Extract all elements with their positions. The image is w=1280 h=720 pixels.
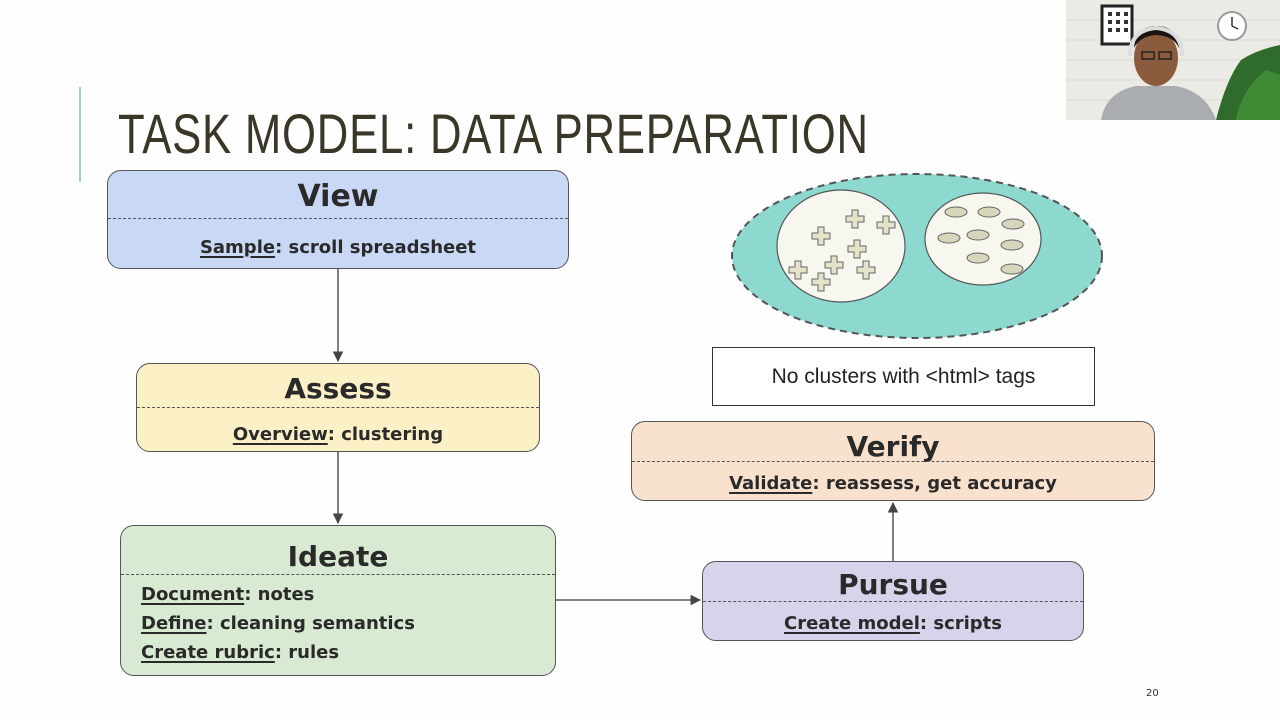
view-key: Sample: [199, 237, 276, 258]
wall-frame: [1100, 4, 1134, 46]
verify-rest: : reassess, get accuracy: [812, 473, 1057, 494]
ideate-line-3: Create rubric: rules: [141, 642, 555, 663]
verify-divider: [632, 461, 1154, 462]
assess-box: Assess Overview: clustering: [136, 363, 540, 452]
presenter-video-frame: [1066, 0, 1280, 120]
view-line: Sample: scroll spreadsheet: [108, 237, 568, 258]
note-text: No clusters with <html> tags: [771, 364, 1036, 388]
page-number: 20: [1146, 688, 1159, 699]
ideate-title: Ideate: [287, 540, 389, 573]
plus-marks: [788, 209, 896, 292]
assess-line: Overview: clustering: [137, 424, 539, 445]
oval-mark-4: [937, 232, 961, 244]
pursue-rest: : scripts: [919, 613, 1002, 634]
slide-title: TASK MODEL: DATA PREPARATION: [118, 102, 869, 165]
pursue-key: Create model: [783, 613, 920, 634]
oval-mark-7: [966, 252, 990, 264]
assess-divider: [137, 407, 539, 408]
plus-mark-6: [788, 260, 808, 280]
pursue-box: Pursue Create model: scripts: [702, 561, 1084, 641]
view-divider: [108, 218, 568, 219]
pursue-divider: [703, 601, 1083, 602]
assess-rest: : clustering: [327, 424, 444, 445]
verify-line: Validate: reassess, get accuracy: [632, 473, 1154, 494]
oval-mark-2: [977, 206, 1001, 218]
oval-mark-1: [944, 206, 968, 218]
ideate-line-2: Define: cleaning semantics: [141, 613, 555, 634]
ideate-line-1: Document: notes: [141, 584, 555, 605]
assess-key: Overview: [232, 424, 328, 445]
plus-cluster: [776, 189, 906, 303]
plus-mark-5: [824, 255, 844, 275]
view-box: View Sample: scroll spreadsheet: [107, 170, 569, 269]
presenter: [1101, 86, 1216, 120]
verify-box: Verify Validate: reassess, get accuracy: [631, 421, 1155, 501]
plus-mark-3: [811, 226, 831, 246]
assess-title: Assess: [284, 372, 392, 405]
note-box: No clusters with <html> tags: [712, 347, 1095, 406]
plus-mark-7: [856, 260, 876, 280]
plus-mark-8: [811, 272, 831, 292]
ideate-key-2: Define: [141, 613, 207, 634]
plus-mark-1: [845, 209, 865, 229]
title-accent-bar: [79, 87, 81, 182]
webcam-video: [1066, 0, 1280, 120]
pursue-title: Pursue: [838, 568, 948, 601]
oval-mark-6: [1000, 239, 1024, 251]
ideate-rest-3: : rules: [274, 642, 340, 663]
view-title: View: [297, 179, 379, 214]
ideate-box: Ideate Document: notes Define: cleaning …: [120, 525, 556, 676]
ideate-rest-1: : notes: [244, 584, 315, 605]
ideate-divider: [121, 574, 555, 575]
ideate-key-3: Create rubric: [141, 642, 275, 663]
ideate-key-1: Document: [141, 584, 245, 605]
plus-mark-4: [847, 239, 867, 259]
verify-key: Validate: [729, 473, 813, 494]
oval-mark-5: [966, 229, 990, 241]
ideate-rest-2: : cleaning semantics: [206, 613, 415, 634]
oval-mark-3: [1001, 218, 1025, 230]
verify-title: Verify: [846, 430, 940, 463]
view-rest: : scroll spreadsheet: [275, 237, 477, 258]
oval-marks: [937, 206, 1025, 275]
plus-mark-2: [876, 215, 896, 235]
pursue-line: Create model: scripts: [703, 613, 1083, 634]
oval-mark-8: [1000, 263, 1024, 275]
